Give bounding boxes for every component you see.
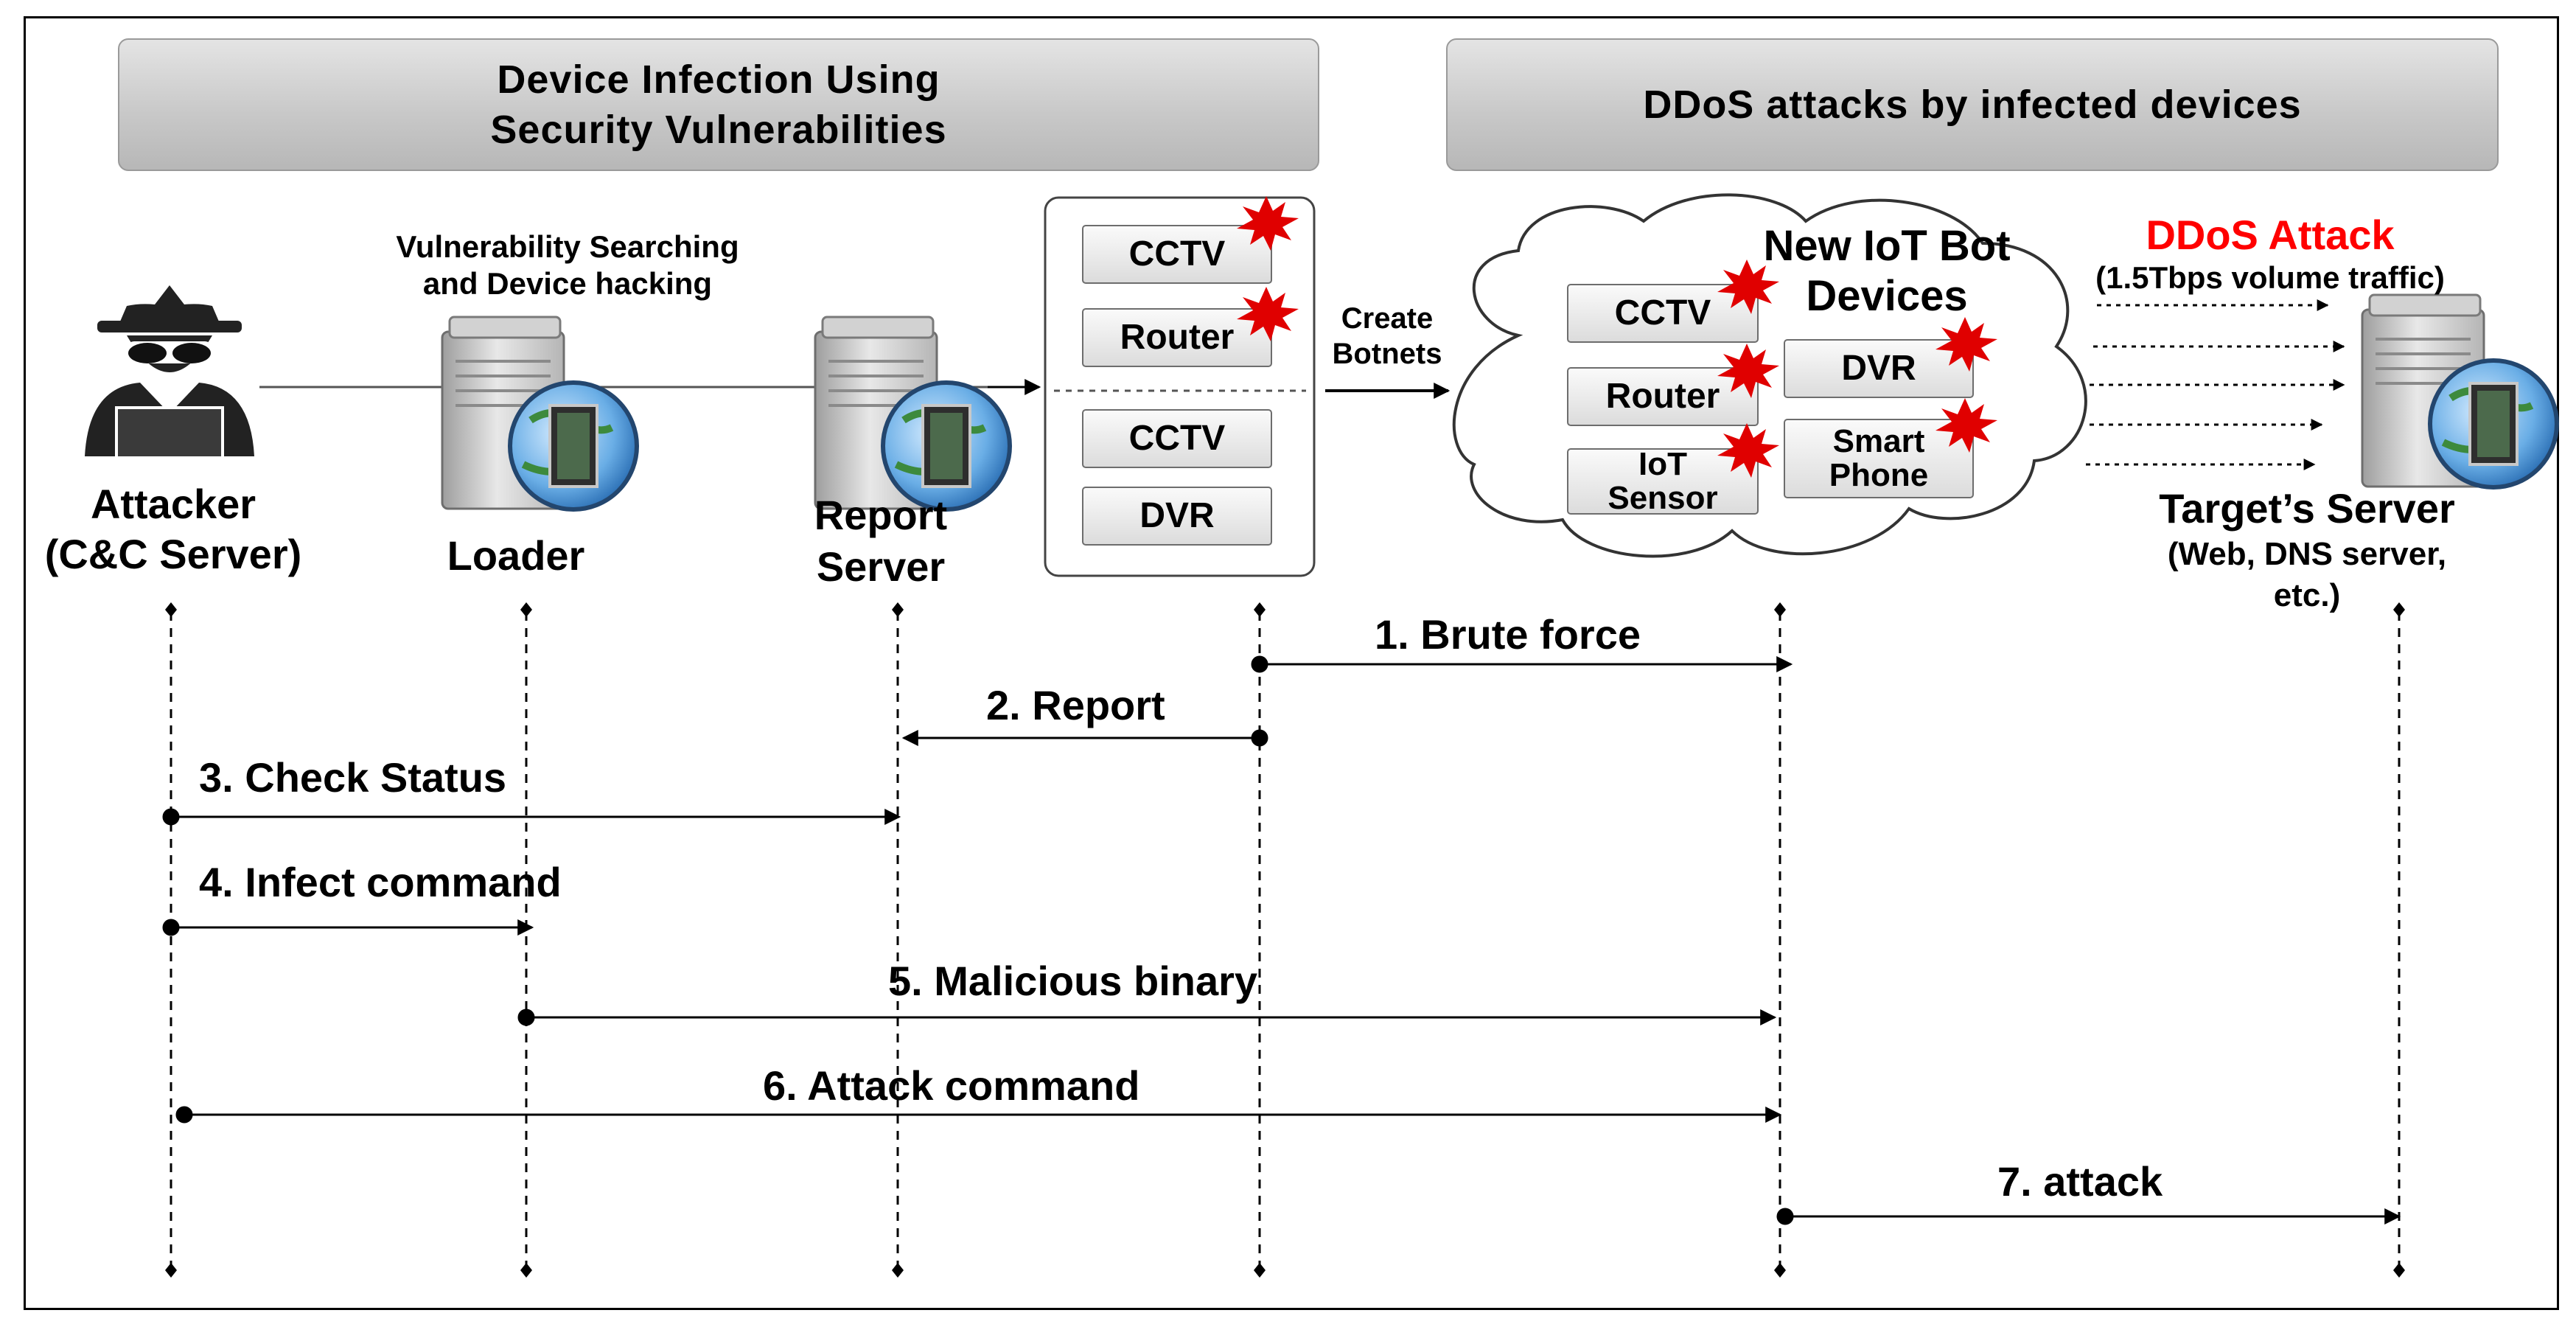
devices-panel [1044,196,1316,577]
target-detail: (Web, DNS server, [2167,536,2447,572]
ddos-phase-banner: DDoS attacks by infected devices [1446,38,2499,171]
cloud-title-line: Devices [1806,272,1968,320]
cloud-title: New IoT Bot Devices [1714,221,2060,321]
message-label: 7. attack [1997,1158,2163,1205]
message-label: 2. Report [986,682,1165,728]
burst-icon [1717,423,1779,478]
attacker-label: Attacker (C&C Server) [15,479,332,579]
attacker-role: (C&C Server) [44,531,302,577]
lifeline-end-diamonds [165,602,2405,1278]
message-label: 3. Check Status [199,754,507,801]
banner-line: Security Vulnerabilities [490,108,947,152]
burst-icon [1936,317,1997,372]
ddos-subtitle-text: (1.5Tbps volume traffic) [2095,260,2445,295]
message-arrow-brute-force [1251,655,1793,673]
diagram-frame [24,16,2559,1310]
device-label: DVR [1841,349,1916,388]
device-label: Phone [1829,457,1929,493]
infection-phase-banner: Device Infection Using Security Vulnerab… [118,38,1319,171]
device-label: DVR [1139,496,1215,535]
target-name: Target’s Server [2159,485,2455,532]
ddos-title-text: DDoS Attack [2146,212,2395,258]
cloud-title-line: New IoT Bot [1763,222,2011,270]
loader-caption: Vulnerability Searching and Device hacki… [346,229,789,302]
banner-line: DDoS attacks by infected devices [1643,83,2302,127]
device-box-dvr: DVR [1082,487,1272,546]
device-label: CCTV [1128,234,1226,274]
burst-icon [1717,344,1779,398]
message-label: 6. Attack command [763,1062,1140,1109]
device-label: CCTV [1128,419,1226,458]
device-box-cctv-infected: CCTV [1082,225,1272,284]
loader-name: Loader [447,532,585,579]
device-label: Router [1605,377,1720,416]
report-line: Server [816,543,946,590]
burst-icon [1237,196,1299,251]
device-label: Sensor [1608,480,1718,516]
banner-line: Device Infection Using [497,58,940,102]
ddos-subtitle: (1.5Tbps volume traffic) [2049,260,2491,296]
bot-device-cctv: CCTV [1567,284,1759,343]
botnets-line: Botnets [1332,338,1442,370]
message-label: 1. Brute force [1375,611,1641,658]
device-label: IoT [1638,446,1687,482]
botnets-line: Create [1341,302,1434,335]
message-arrow-attack-command [175,1106,1782,1124]
device-box-cctv: CCTV [1082,409,1272,468]
caption-line: and Device hacking [422,266,713,301]
hacker-icon [85,285,254,459]
report-line: Report [814,492,948,538]
message-arrow-report [901,729,1268,747]
message-arrow-check-status [162,808,901,826]
burst-icon [1237,287,1299,341]
attacker-name: Attacker [90,481,256,527]
target-detail: etc.) [2273,577,2341,613]
message-arrow-infect-command [162,919,534,936]
target-server-label: Target’s Server (Web, DNS server, etc.) [2115,484,2499,616]
device-label: Router [1120,318,1235,357]
bot-device-router: Router [1567,367,1759,426]
message-label: 5. Malicious binary [888,958,1258,1004]
create-botnets-label: Create Botnets [1313,301,1461,372]
ddos-traffic-arrows [2086,299,2345,470]
loader-label: Loader [405,531,626,581]
message-arrow-attack [1776,1208,2401,1225]
burst-icon [1936,398,1997,453]
lifelines [170,612,2401,1269]
caption-line: Vulnerability Searching [396,229,739,264]
ddos-title: DDoS Attack [2049,211,2491,260]
device-label: Smart [1832,423,1925,459]
report-server-label: Report Server [759,490,1002,593]
message-arrow-malicious-binary [517,1009,1777,1026]
message-label: 4. Infect command [199,859,562,905]
device-label: CCTV [1614,293,1711,332]
